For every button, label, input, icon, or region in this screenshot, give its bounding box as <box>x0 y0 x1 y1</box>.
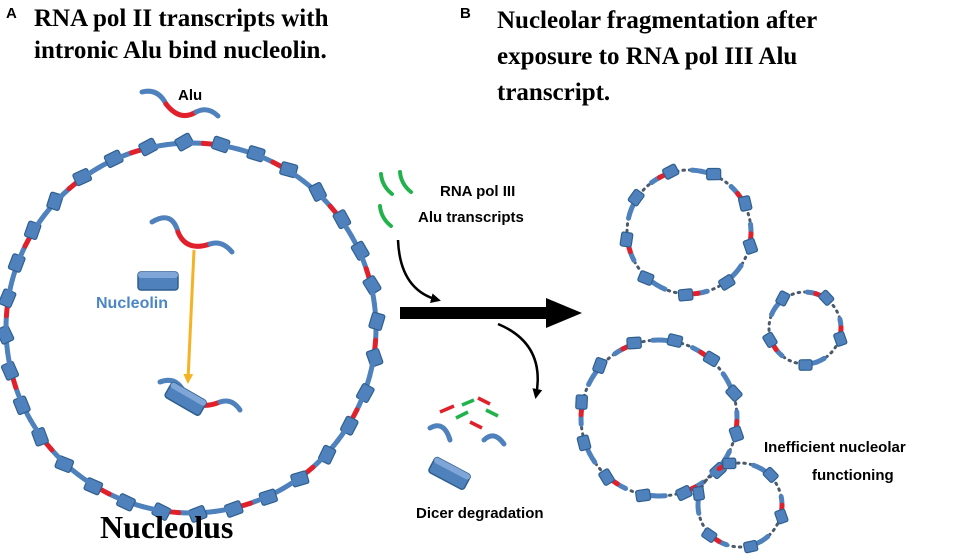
nucleolus-ring-complexes <box>0 132 386 523</box>
nucleolin-box <box>702 350 721 368</box>
alu-transcript-inner <box>149 215 235 255</box>
nucleolin-box <box>576 434 592 452</box>
nucleolin-box <box>728 425 745 443</box>
nucleolin-box <box>718 274 736 291</box>
panel-a-title-line1: RNA pol II transcripts with <box>34 5 329 32</box>
nucleolin-box <box>598 468 615 486</box>
pol3-transcripts <box>378 170 413 228</box>
nucleolin-box <box>742 237 759 255</box>
nucleolin-box <box>637 270 655 286</box>
binding-arrow <box>183 249 196 384</box>
nucleolin-label: Nucleolin <box>96 295 168 312</box>
bound-complex <box>157 377 243 416</box>
nucleolin-box <box>626 336 642 350</box>
nucleolin-box <box>0 324 15 345</box>
panel-a-title-line2: intronic Alu bind nucleolin. <box>34 37 327 64</box>
nucleolin-box <box>666 333 684 348</box>
nucleolin-box <box>592 356 608 375</box>
fragment-circle-2 <box>762 289 848 371</box>
panel-a-letter: A <box>6 5 17 22</box>
nucleolin-box <box>575 394 589 410</box>
nucleolin-box <box>692 485 706 502</box>
nucleolin-box <box>635 488 652 503</box>
nucleolin-box <box>187 505 208 523</box>
nucleolin-box <box>174 132 195 152</box>
panel-b-letter: B <box>460 5 471 22</box>
nucleolin-box <box>725 384 743 402</box>
nucleolin-box <box>775 290 791 307</box>
nucleolin-box <box>627 188 645 207</box>
nucleolin-box <box>833 330 848 347</box>
nucleolus-large <box>0 132 386 523</box>
inefficient-label-line1: Inefficient nucleolar <box>764 439 906 456</box>
main-arrow <box>400 298 582 328</box>
nucleolin-protein <box>137 271 179 291</box>
alu-label: Alu <box>178 87 202 104</box>
dicer-label: Dicer degradation <box>416 505 544 522</box>
nucleolin-box <box>706 167 722 181</box>
nucleolin-box <box>762 331 778 349</box>
nucleolin-box <box>677 288 694 302</box>
curved-arrow-in <box>396 239 441 304</box>
nucleolin-box <box>743 539 759 554</box>
nucleolin-box <box>662 163 680 180</box>
nucleolin-box <box>762 466 779 483</box>
nucleolin-box <box>0 360 20 381</box>
nucleolin-box <box>368 311 386 331</box>
nucleolin-box <box>675 485 693 501</box>
nucleolus-label: Nucleolus <box>100 509 233 545</box>
fragment-circle-4 <box>692 457 789 554</box>
nucleolin-box <box>818 289 835 306</box>
nucleolin-box <box>362 275 382 296</box>
nucleolin-box <box>701 527 718 543</box>
fragment-circle-1 <box>619 163 759 302</box>
nucleolin-box <box>619 231 634 248</box>
panel-b-title-line2: exposure to RNA pol III Alu <box>497 43 797 70</box>
pol3-label-line1: RNA pol III <box>440 183 515 200</box>
dicer-fragments <box>427 396 507 490</box>
nucleolin-box <box>737 195 753 212</box>
inefficient-label-line2: functioning <box>812 467 894 484</box>
nucleolin-box <box>138 137 159 157</box>
fragment-circle-3 <box>575 333 745 503</box>
panel-b-title-line3: transcript. <box>497 79 610 106</box>
pol3-label-line2: Alu transcripts <box>418 209 524 226</box>
curved-arrow-out <box>497 322 543 399</box>
alu-transcript-top <box>139 88 221 119</box>
panel-b-title-line1: Nucleolar fragmentation after <box>497 7 817 34</box>
nucleolin-box <box>774 508 789 525</box>
nucleolin-box <box>722 457 737 470</box>
nucleolin-box <box>798 359 813 371</box>
